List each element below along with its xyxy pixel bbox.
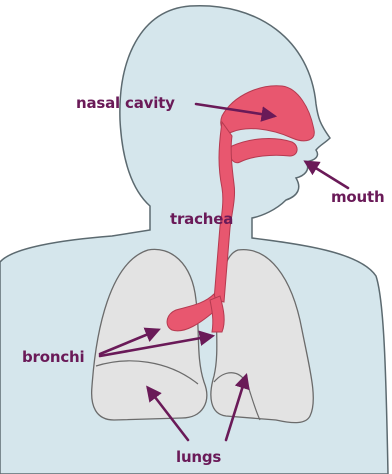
mouth-arrow xyxy=(306,162,348,188)
bronchi-label: bronchi xyxy=(22,348,84,366)
lungs-label: lungs xyxy=(176,448,221,466)
nasal-cavity-label: nasal cavity xyxy=(76,94,175,112)
trachea-label: trachea xyxy=(170,210,233,228)
mouth-label: mouth xyxy=(331,188,384,206)
